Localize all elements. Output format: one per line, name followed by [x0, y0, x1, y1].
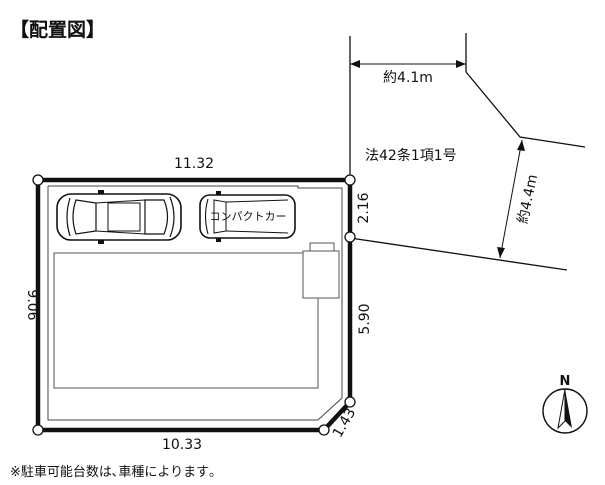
compact-car-label: コンパクトカー — [210, 210, 287, 223]
entrance-porch — [302, 250, 340, 299]
building-footprint — [53, 252, 319, 389]
arrow-right-icon — [456, 60, 466, 68]
car-sedan-icon — [56, 190, 182, 244]
arrow-down-icon — [497, 247, 505, 258]
dimension-right-lower: 5.90 — [357, 303, 373, 334]
arrow-left-icon — [350, 60, 360, 68]
corner-point-icon — [32, 174, 44, 186]
road-near-edge — [349, 237, 568, 271]
compass-north-label: N — [560, 374, 571, 389]
corner-point-icon — [318, 424, 330, 436]
road-width-side-label: 約4.4m — [515, 173, 541, 225]
arrow-up-icon — [517, 140, 525, 151]
corner-point-icon — [344, 231, 356, 243]
footnote: ※駐車可能台数は､車種によります｡ — [10, 464, 216, 480]
dimension-left: 9.06 — [24, 289, 40, 320]
corner-point-icon — [344, 174, 356, 186]
compass-needle-right — [565, 389, 572, 428]
diagram-title: 【配置図】 — [10, 18, 105, 41]
dimension-bottom: 10.33 — [162, 437, 202, 453]
dimension-right-upper: 2.16 — [356, 192, 372, 223]
road-area: 約4.1m 約4.4m 法42条1項1号 — [349, 33, 586, 271]
north-compass: N — [542, 374, 588, 434]
dimension-top: 11.32 — [174, 156, 214, 172]
road-designation-label: 法42条1項1号 — [365, 147, 457, 164]
road-width-side-dimension-line — [499, 139, 523, 259]
setback-line — [47, 185, 343, 421]
road-width-top-label: 約4.1m — [383, 70, 433, 86]
compact-car-icon: コンパクトカー — [199, 191, 296, 242]
corner-point-icon — [32, 424, 44, 436]
road-far-edge — [465, 71, 586, 148]
lot: 11.32 9.06 10.33 2.16 5.90 1.43 — [24, 156, 373, 453]
entrance-step-box — [309, 242, 335, 252]
corner-point-icon — [344, 396, 356, 408]
